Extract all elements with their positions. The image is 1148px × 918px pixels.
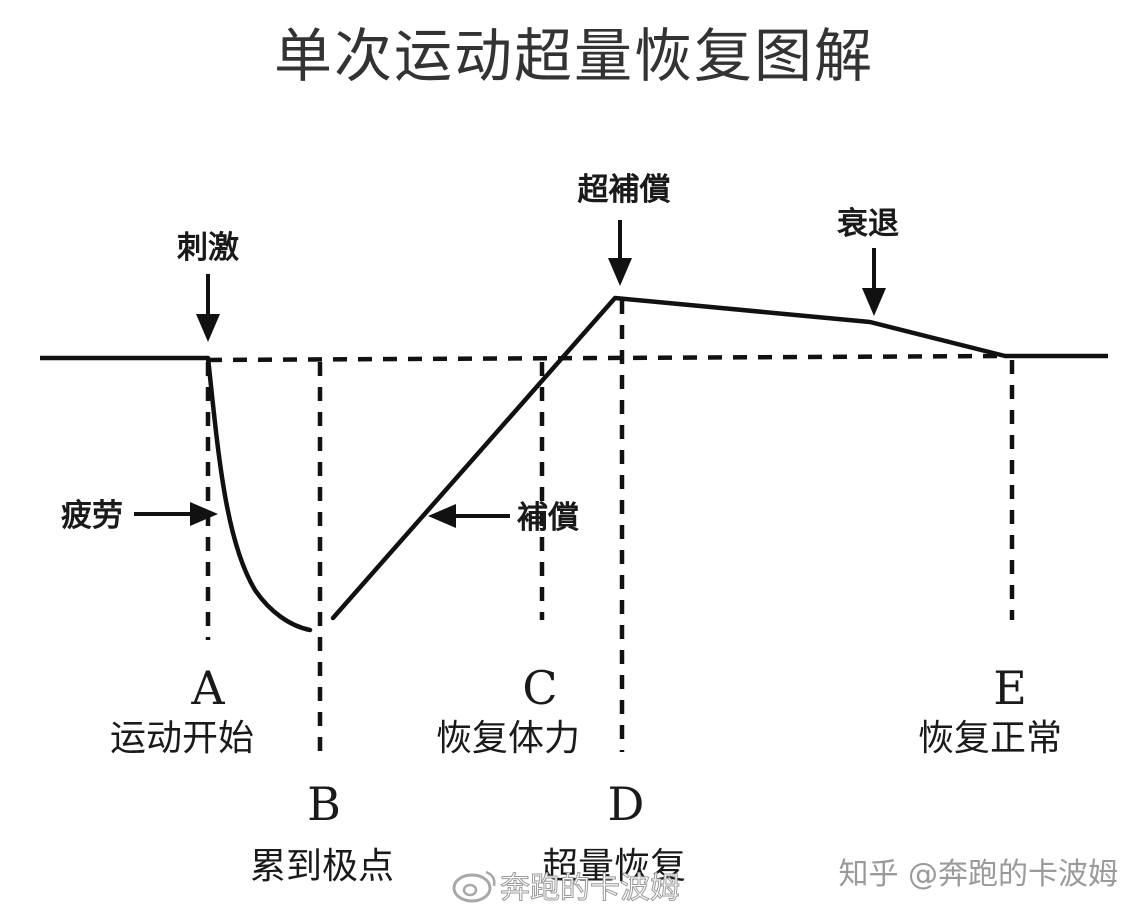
- baseline-dashed: [207, 353, 1006, 363]
- point-letter-e: E: [993, 661, 1027, 715]
- stimulus-label: 刺激: [177, 230, 239, 266]
- supercompensation-label: 超補償: [578, 172, 671, 208]
- compensation-label: 補償: [516, 500, 579, 536]
- fatigue-label: 疲劳: [61, 498, 123, 534]
- weibo-watermark-text: 奔跑的卡波姆: [500, 871, 680, 906]
- response-curve-fatigue: [205, 355, 313, 633]
- point-label-a: 运动开始: [110, 718, 254, 759]
- weibo-watermark: 奔跑的卡波姆: [452, 870, 681, 907]
- point-letter-c: C: [522, 661, 557, 715]
- point-letter-a: A: [190, 661, 225, 715]
- point-letter-b: B: [307, 777, 341, 831]
- stimulus-arrow-head: [196, 314, 220, 342]
- point-label-d: 超量恢复: [542, 846, 686, 887]
- decline-arrow-head: [862, 288, 886, 316]
- decline-label: 衰退: [837, 206, 899, 242]
- fatigue-arrow-head: [190, 502, 218, 526]
- diagram-title: 单次运动超量恢复图解: [274, 22, 874, 90]
- response-curve-recovery: [330, 295, 1008, 621]
- zhihu-watermark: 知乎 @奔跑的卡波姆: [838, 857, 1118, 892]
- point-label-c: 恢复体力: [436, 718, 580, 759]
- point-label-b: 累到极点: [250, 846, 394, 887]
- point-letter-d: D: [608, 777, 645, 831]
- compensation-arrow-head: [428, 504, 456, 528]
- weibo-logo-icon: [452, 870, 496, 903]
- point-label-e: 恢复正常: [918, 718, 1062, 759]
- supercompensation-arrow-head: [608, 258, 632, 286]
